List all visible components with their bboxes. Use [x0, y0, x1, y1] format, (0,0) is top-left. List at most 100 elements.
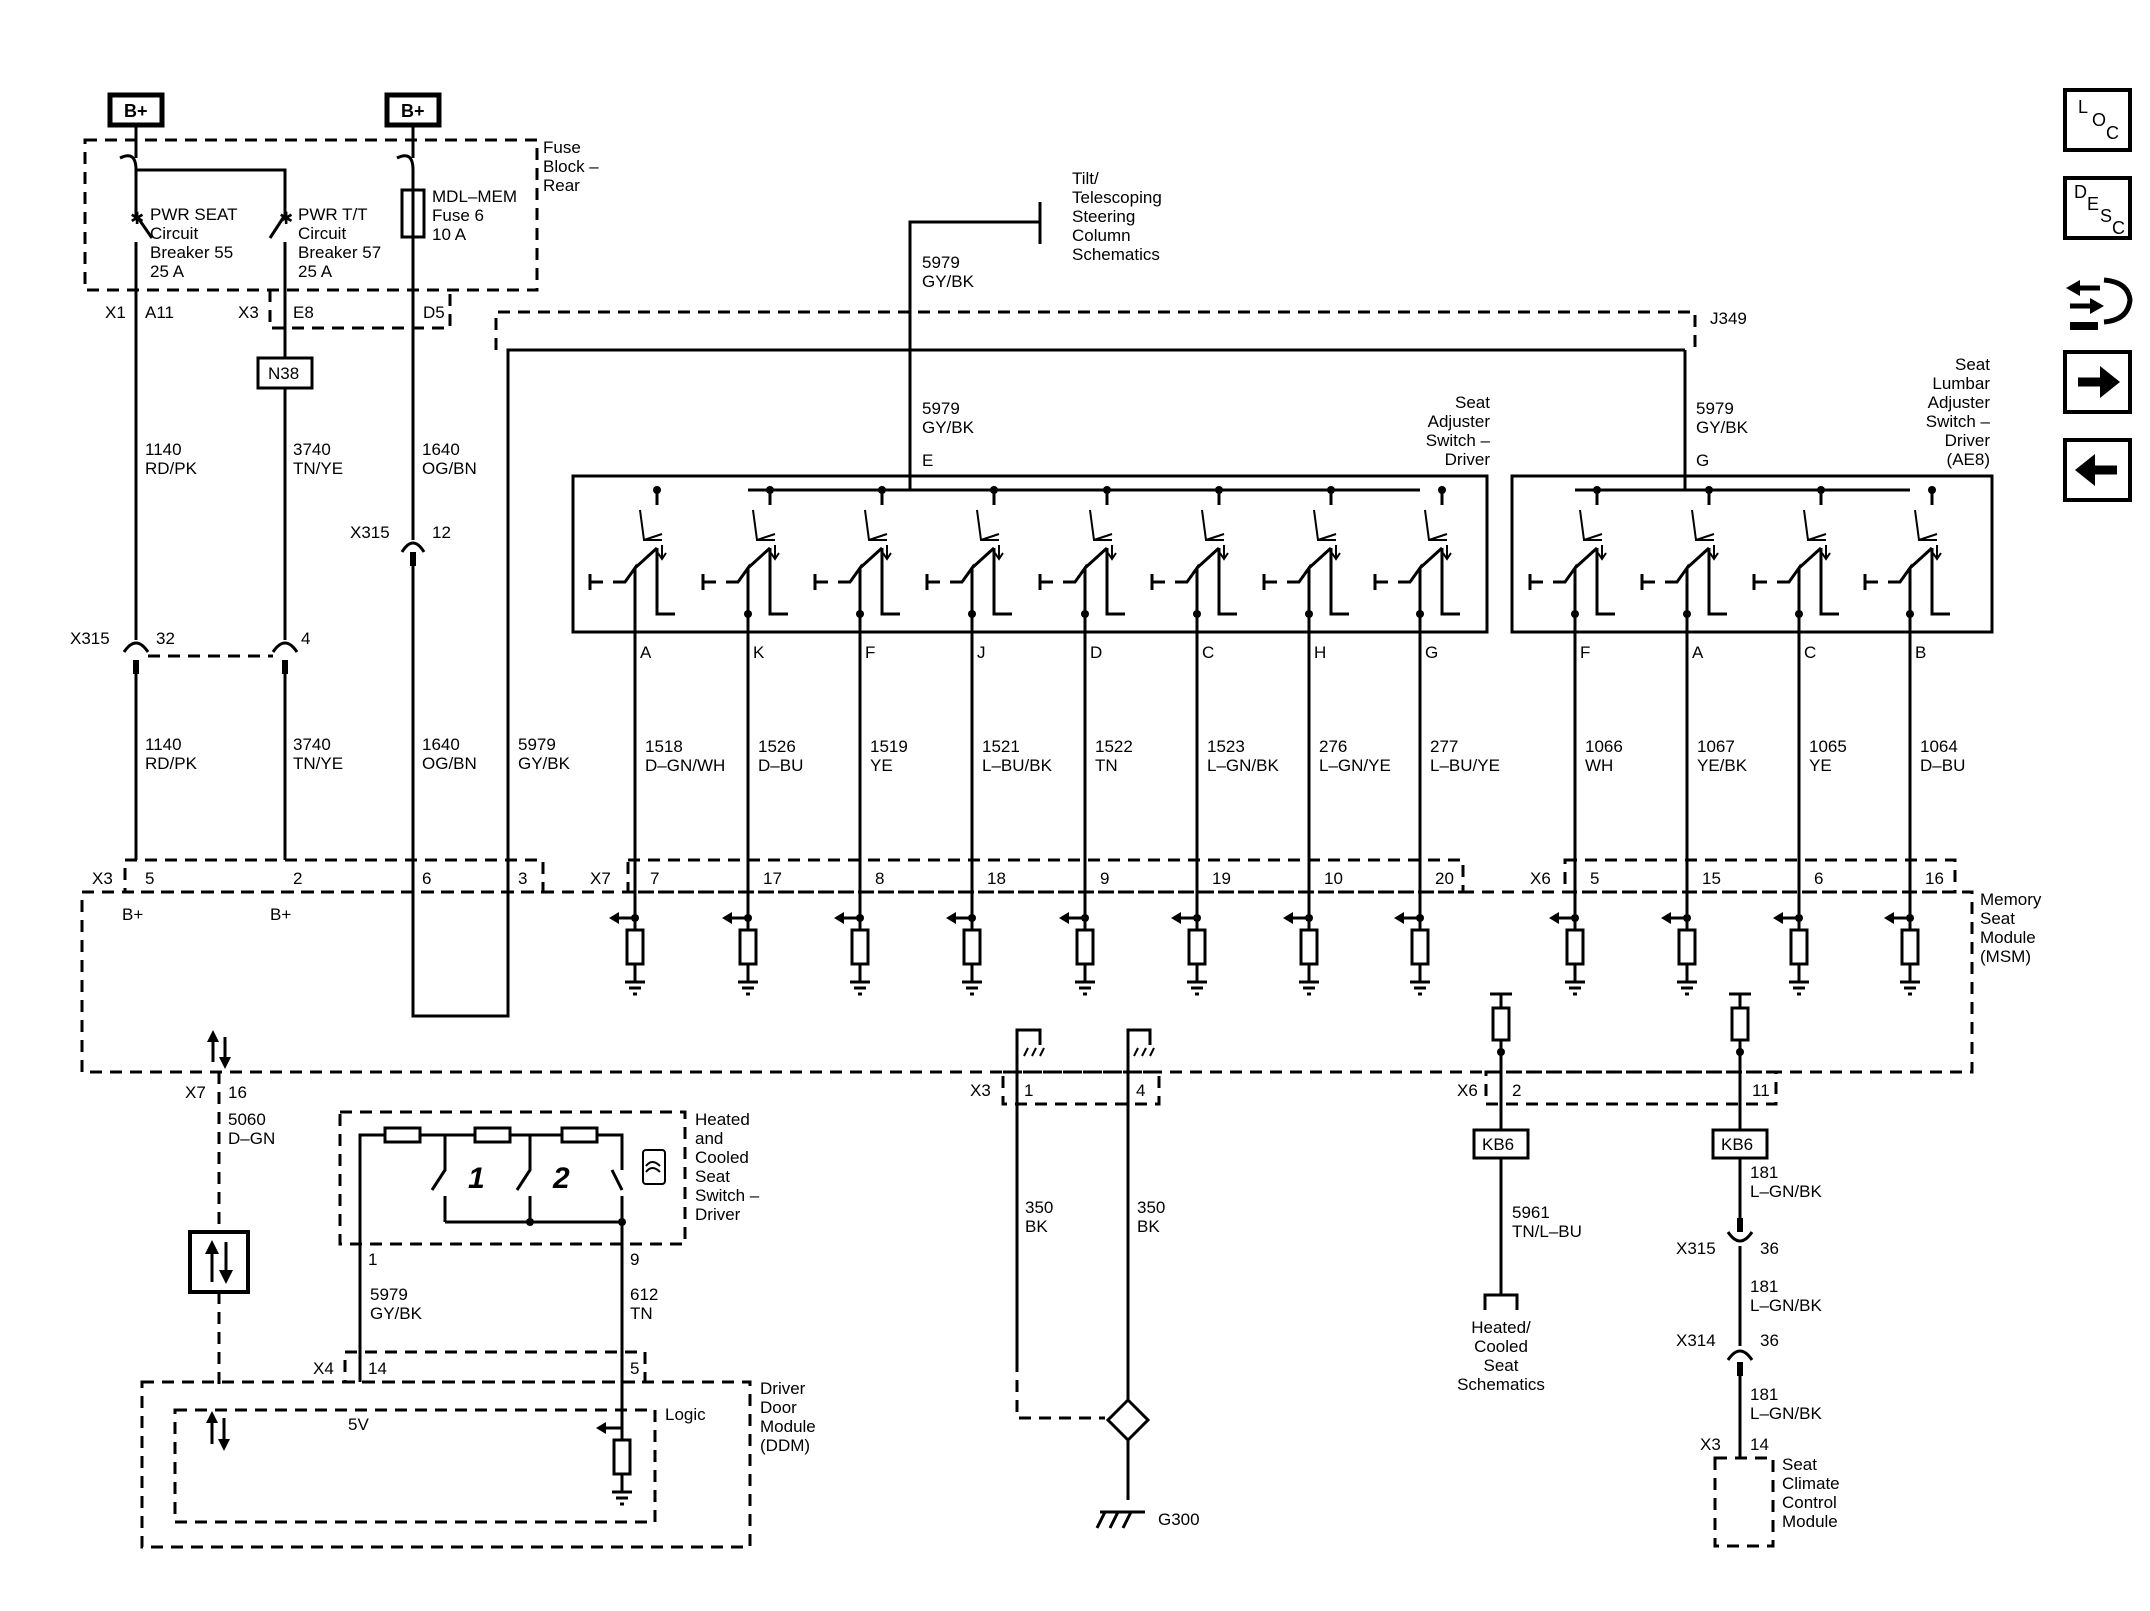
seat-vent-icon — [642, 1149, 666, 1185]
svg-text:E: E — [922, 451, 933, 470]
svg-text:5: 5 — [1590, 869, 1599, 888]
svg-text:181: 181 — [1750, 1385, 1778, 1404]
fuse-block-pins: X1 A11 X3 E8 D5 — [105, 303, 445, 322]
arrow-right-icon[interactable] — [2063, 350, 2132, 414]
svg-text:F: F — [1580, 643, 1590, 662]
seat-forward-icon — [1089, 509, 1117, 561]
svg-text:Fuse: Fuse — [543, 138, 581, 157]
wire-181-a: 181 L–GN/BK — [1750, 1163, 1822, 1201]
svg-text:10: 10 — [1324, 869, 1343, 888]
driver-msm-input-20 — [1392, 910, 1432, 996]
svg-text:GY/BK: GY/BK — [922, 272, 975, 291]
svg-text:TN/YE: TN/YE — [293, 754, 343, 773]
svg-text:L–BU/BK: L–BU/BK — [982, 756, 1053, 775]
bplus-terminal-left: B+ — [107, 92, 165, 128]
svg-text:Circuit: Circuit — [150, 224, 198, 243]
svg-text:277: 277 — [1430, 737, 1458, 756]
svg-text:4: 4 — [1136, 1081, 1145, 1100]
svg-text:Lumbar: Lumbar — [1932, 374, 1990, 393]
svg-text:BK: BK — [1025, 1217, 1048, 1236]
svg-text:5979: 5979 — [1696, 399, 1734, 418]
svg-text:6: 6 — [1814, 869, 1823, 888]
svg-text:Seat: Seat — [695, 1167, 730, 1186]
driver-msm-input-18 — [944, 910, 984, 996]
svg-text:N38: N38 — [268, 364, 299, 383]
svg-text:350: 350 — [1025, 1198, 1053, 1217]
lumbar-msm-input-16 — [1882, 910, 1922, 996]
splice-j349-outline — [494, 310, 1697, 350]
arrow-left-icon[interactable] — [2063, 438, 2132, 502]
svg-text:PWR SEAT: PWR SEAT — [150, 205, 238, 224]
svg-text:Seat: Seat — [1782, 1455, 1817, 1474]
svg-text:1: 1 — [368, 1250, 377, 1269]
svg-text:5: 5 — [145, 869, 154, 888]
driver-msm-input-19 — [1169, 910, 1209, 996]
svg-text:Breaker 57: Breaker 57 — [298, 243, 381, 262]
svg-text:C: C — [1202, 643, 1214, 662]
svg-text:✱: ✱ — [279, 209, 293, 228]
memory-seat-module-title: Memory Seat Module (MSM) — [1980, 890, 2042, 966]
svg-text:D–BU: D–BU — [1920, 756, 1965, 775]
svg-text:4: 4 — [301, 629, 310, 648]
driver-msm-input-17 — [720, 910, 760, 996]
lumbar-switch-title: Seat Lumbar Adjuster Switch – Driver (AE… — [1926, 355, 1991, 469]
svg-text:18: 18 — [987, 869, 1006, 888]
svg-text:X3: X3 — [238, 303, 259, 322]
svg-text:32: 32 — [156, 629, 175, 648]
svg-text:3: 3 — [518, 869, 527, 888]
seat-climate-module-outline — [1713, 1456, 1775, 1548]
svg-text:Driver: Driver — [1945, 431, 1991, 450]
svg-text:D–GN/WH: D–GN/WH — [645, 756, 725, 775]
svg-text:L: L — [2078, 97, 2088, 117]
driver-msm-input-8 — [832, 910, 872, 996]
lumbar-rearward-icon — [1914, 509, 1942, 561]
splice-diamond-icon — [1105, 1397, 1151, 1443]
fuse-6-label: MDL–MEM Fuse 6 10 A — [432, 187, 517, 244]
svg-text:(MSM): (MSM) — [1980, 947, 2031, 966]
wire-1140-bottom: 1140 RD/PK — [145, 735, 198, 773]
svg-text:17: 17 — [763, 869, 782, 888]
ddm-bidirectional-icon — [206, 1411, 230, 1451]
svg-text:A11: A11 — [145, 303, 174, 322]
description-button[interactable]: D E S C — [2063, 176, 2132, 240]
msm-x3-connector: X3 5 2 6 3 B+ B+ — [92, 869, 527, 924]
svg-text:14: 14 — [368, 1359, 387, 1378]
svg-text:J: J — [977, 643, 986, 662]
recline-forward-icon — [1313, 509, 1341, 561]
svg-text:5979: 5979 — [370, 1285, 408, 1304]
svg-text:BK: BK — [1137, 1217, 1160, 1236]
seat-front-up-icon — [864, 509, 892, 561]
svg-text:X3: X3 — [970, 1081, 991, 1100]
svg-text:C: C — [2112, 218, 2125, 238]
wire-5979-heated: 5979 GY/BK — [370, 1285, 423, 1323]
driver-door-module-title: Driver Door Module (DDM) — [760, 1379, 816, 1455]
wire-350-b: 350 BK — [1137, 1198, 1165, 1236]
svg-text:Module: Module — [760, 1417, 816, 1436]
svg-text:Adjuster: Adjuster — [1928, 393, 1991, 412]
svg-text:D: D — [2074, 182, 2087, 202]
svg-text:KB6: KB6 — [1482, 1135, 1514, 1154]
wire-612: 612 TN — [630, 1285, 658, 1323]
location-button[interactable]: L O C — [2063, 88, 2132, 152]
svg-text:1066: 1066 — [1585, 737, 1623, 756]
svg-text:L–GN/BK: L–GN/BK — [1207, 756, 1279, 775]
svg-text:X3: X3 — [1700, 1435, 1721, 1454]
wire-5060: 5060 D–GN — [228, 1110, 275, 1148]
svg-text:L–BU/YE: L–BU/YE — [1430, 756, 1500, 775]
svg-text:36: 36 — [1760, 1331, 1779, 1350]
svg-text:GY/BK: GY/BK — [922, 418, 975, 437]
svg-text:TN/L–BU: TN/L–BU — [1512, 1222, 1582, 1241]
seat-adjuster-switch-title: Seat Adjuster Switch – Driver — [1426, 393, 1491, 469]
svg-text:11: 11 — [1752, 1081, 1770, 1100]
svg-text:Climate: Climate — [1782, 1474, 1840, 1493]
svg-text:K: K — [753, 643, 765, 662]
svg-text:WH: WH — [1585, 756, 1613, 775]
svg-text:612: 612 — [630, 1285, 658, 1304]
svg-text:YE: YE — [870, 756, 893, 775]
connector-view-icon[interactable] — [2066, 277, 2133, 330]
